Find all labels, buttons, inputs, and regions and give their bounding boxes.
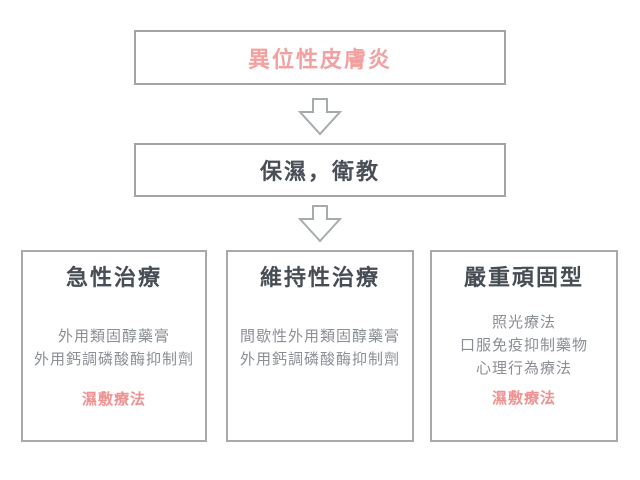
branch-item: 外用鈣調磷酸酶抑制劑 xyxy=(239,351,400,368)
branch-item: 口服免疫抑制藥物 xyxy=(459,337,588,354)
branch-title: 急性治療 xyxy=(65,265,162,290)
branch-item: 照光療法 xyxy=(491,314,556,331)
branch-items: 照光療法 口服免疫抑制藥物 心理行為療法 xyxy=(432,311,616,380)
node-step2: 保濕，衛教 xyxy=(134,143,506,197)
branch-item: 外用鈣調磷酸酶抑制劑 xyxy=(33,351,194,368)
down-arrow-icon xyxy=(298,205,342,243)
branch-severe-refractory: 嚴重頑固型 照光療法 口服免疫抑制藥物 心理行為療法 濕敷療法 xyxy=(430,250,618,442)
down-arrow-icon xyxy=(298,98,342,136)
branch-highlight-item: 濕敷療法 xyxy=(81,391,146,408)
branch-items: 間歇性外用類固醇藥膏 外用鈣調磷酸酶抑制劑 xyxy=(228,325,412,371)
branch-item: 間歇性外用類固醇藥膏 xyxy=(239,328,400,345)
node-root: 異位性皮膚炎 xyxy=(134,30,506,85)
branch-highlight-item: 濕敷療法 xyxy=(491,390,556,407)
branch-maintenance-treatment: 維持性治療 間歇性外用類固醇藥膏 外用鈣調磷酸酶抑制劑 xyxy=(226,250,414,442)
branch-item: 心理行為療法 xyxy=(475,360,572,377)
branch-items: 外用類固醇藥膏 外用鈣調磷酸酶抑制劑 xyxy=(23,325,205,371)
node-step2-label: 保濕，衛教 xyxy=(259,159,380,184)
node-root-label: 異位性皮膚炎 xyxy=(247,46,392,72)
branch-title: 維持性治療 xyxy=(259,265,380,290)
branch-acute-treatment: 急性治療 外用類固醇藥膏 外用鈣調磷酸酶抑制劑 濕敷療法 xyxy=(21,250,207,442)
branch-title: 嚴重頑固型 xyxy=(463,265,584,290)
branch-item: 外用類固醇藥膏 xyxy=(57,328,170,345)
